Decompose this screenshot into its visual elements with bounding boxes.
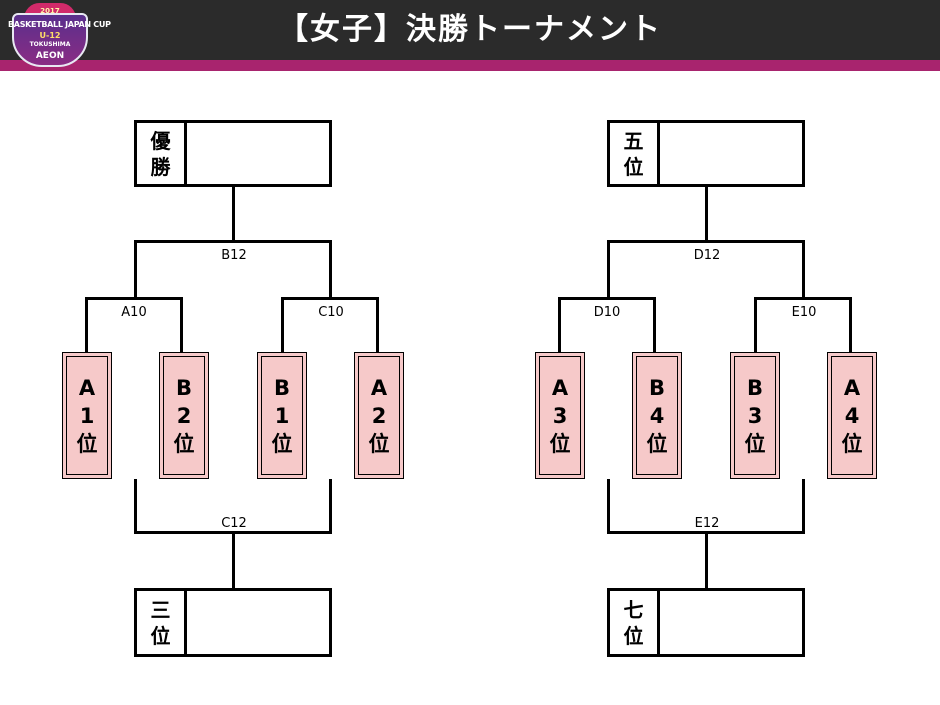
third-place-label-char: 三 xyxy=(150,597,171,622)
match-label-final: D12 xyxy=(693,248,721,263)
connector-line xyxy=(85,297,183,300)
logo-brand: AEON xyxy=(35,51,65,61)
page-title: 【女子】決勝トーナメント xyxy=(278,12,662,47)
fifth-place-label: 五 位 xyxy=(610,123,660,184)
logo-division: U-12 xyxy=(39,31,61,40)
logo-name: BASKETBALL JAPAN CUP xyxy=(8,20,111,29)
match-label-semi-right: E10 xyxy=(791,305,817,320)
champion-box: 優 勝 xyxy=(134,120,332,187)
connector-line xyxy=(607,240,610,298)
seed-rank: 3 xyxy=(747,403,763,428)
connector-line xyxy=(558,297,656,300)
connector-line xyxy=(849,297,852,353)
logo-sub: TOKUSHIMA xyxy=(29,41,71,48)
connector-line xyxy=(802,479,805,534)
third-place-label: 三 位 xyxy=(137,591,187,654)
match-label-semi-right: C10 xyxy=(318,305,344,320)
champion-label-char: 優 xyxy=(150,128,171,153)
match-label-semi-left: A10 xyxy=(121,305,147,320)
seventh-place-label: 七 位 xyxy=(610,591,660,654)
header-bar xyxy=(0,0,940,60)
seed-slot: B 2 位 xyxy=(159,352,209,479)
seed-slot: B 3 位 xyxy=(730,352,780,479)
seed-suffix: 位 xyxy=(549,431,571,456)
seed-slot: B 4 位 xyxy=(632,352,682,479)
connector-line xyxy=(134,479,137,534)
champion-label: 優 勝 xyxy=(137,123,187,184)
connector-line xyxy=(802,240,805,298)
connector-line xyxy=(607,479,610,534)
fifth-place-label-char: 五 xyxy=(623,128,644,153)
connector-line xyxy=(329,479,332,534)
third-place-label-char: 位 xyxy=(150,623,171,648)
logo-year: 2017 xyxy=(40,7,60,15)
connector-line xyxy=(85,297,88,353)
connector-line xyxy=(281,297,284,353)
seed-group: A xyxy=(370,375,388,400)
seventh-place-label-char: 位 xyxy=(623,623,644,648)
connector-line xyxy=(558,297,561,353)
connector-line xyxy=(754,297,757,353)
connector-line xyxy=(180,297,183,353)
third-place-value xyxy=(187,591,329,654)
connector-line xyxy=(653,297,656,353)
connector-line xyxy=(232,531,235,589)
champion-value xyxy=(187,123,329,184)
match-label-third: C12 xyxy=(221,516,247,531)
connector-line xyxy=(705,531,708,589)
seventh-place-label-char: 七 xyxy=(623,597,644,622)
seed-rank: 4 xyxy=(649,403,665,428)
connector-line xyxy=(705,187,708,240)
third-place-box: 三 位 xyxy=(134,588,332,657)
connector-line xyxy=(232,187,235,240)
tournament-logo: 2017 BASKETBALL JAPAN CUP U-12 TOKUSHIMA… xyxy=(8,3,111,69)
match-label-final: B12 xyxy=(221,248,247,263)
seed-slot: A 1 位 xyxy=(62,352,112,479)
seed-suffix: 位 xyxy=(271,431,293,456)
connector-line xyxy=(281,297,379,300)
connector-line xyxy=(607,240,805,243)
seed-group: A xyxy=(843,375,861,400)
connector-line xyxy=(329,240,332,298)
seed-rank: 2 xyxy=(176,403,192,428)
match-label-seventh: E12 xyxy=(694,516,720,531)
seventh-place-box: 七 位 xyxy=(607,588,805,657)
logo-shield xyxy=(12,13,88,67)
seed-suffix: 位 xyxy=(173,431,195,456)
match-label-semi-left: D10 xyxy=(593,305,621,320)
seed-group: B xyxy=(273,375,290,400)
seed-rank: 3 xyxy=(552,403,568,428)
fifth-place-value xyxy=(660,123,802,184)
seed-slot: A 3 位 xyxy=(535,352,585,479)
connector-line xyxy=(754,297,852,300)
seventh-place-value xyxy=(660,591,802,654)
seed-group: A xyxy=(78,375,96,400)
seed-rank: 1 xyxy=(79,403,95,428)
seed-slot: A 2 位 xyxy=(354,352,404,479)
seed-group: B xyxy=(175,375,192,400)
seed-rank: 4 xyxy=(844,403,860,428)
seed-slot: B 1 位 xyxy=(257,352,307,479)
seed-group: B xyxy=(648,375,665,400)
seed-suffix: 位 xyxy=(368,431,390,456)
seed-rank: 1 xyxy=(274,403,290,428)
seed-suffix: 位 xyxy=(76,431,98,456)
champion-label-char: 勝 xyxy=(150,154,171,179)
fifth-place-box: 五 位 xyxy=(607,120,805,187)
connector-line xyxy=(134,240,332,243)
connector-line xyxy=(376,297,379,353)
seed-rank: 2 xyxy=(371,403,387,428)
header-accent-stripe xyxy=(0,60,940,71)
seed-slot: A 4 位 xyxy=(827,352,877,479)
seed-suffix: 位 xyxy=(744,431,766,456)
seed-suffix: 位 xyxy=(646,431,668,456)
seed-group: B xyxy=(746,375,763,400)
seed-group: A xyxy=(551,375,569,400)
fifth-place-label-char: 位 xyxy=(623,154,644,179)
connector-line xyxy=(134,240,137,298)
seed-suffix: 位 xyxy=(841,431,863,456)
